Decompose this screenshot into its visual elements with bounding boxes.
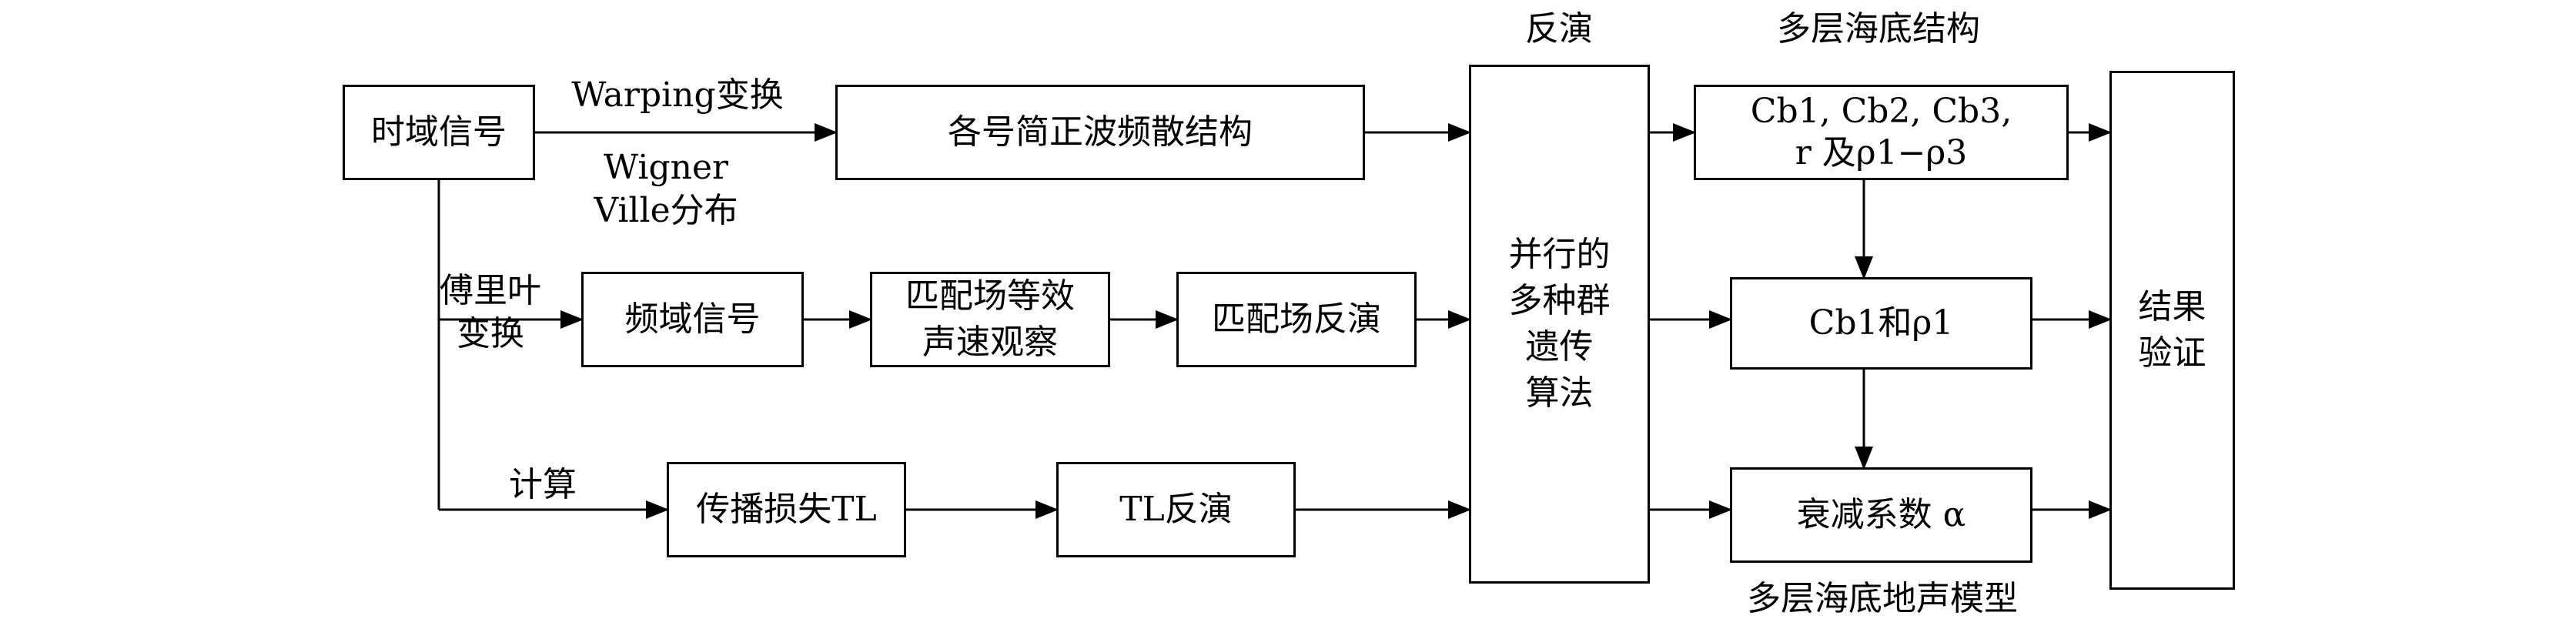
freq-signal-box: 频域信号 bbox=[581, 272, 804, 367]
mfp-inversion-text: 匹配场反演 bbox=[1212, 299, 1381, 339]
parallel-ga-box: 并行的 多种群 遗传 算法 bbox=[1469, 65, 1650, 584]
tl-inversion-text: TL反演 bbox=[1119, 490, 1233, 529]
wigner-label: Wigner Ville分布 bbox=[594, 148, 738, 230]
modal-dispersion-text: 各号简正波频散结构 bbox=[948, 112, 1253, 152]
time-signal-text: 时域信号 bbox=[371, 112, 507, 152]
params-all-text: Cb1, Cb2, Cb3, r 及ρ1−ρ3 bbox=[1750, 92, 2012, 172]
verify-text: 结果 验证 bbox=[2138, 287, 2206, 373]
attenuation-box: 衰减系数 α bbox=[1730, 467, 2032, 563]
tl-calc-text: 传播损失TL bbox=[696, 490, 877, 529]
mfp-observation-box: 匹配场等效 声速观察 bbox=[870, 272, 1110, 367]
multilayer-model-label: 多层海底地声模型 bbox=[1747, 579, 2018, 618]
fourier-label: 傅里叶 变换 bbox=[440, 271, 541, 353]
time-signal-box: 时域信号 bbox=[343, 85, 535, 180]
tl-inversion-box: TL反演 bbox=[1056, 462, 1296, 557]
mfp-inversion-box: 匹配场反演 bbox=[1176, 272, 1417, 367]
mfp-observation-text: 匹配场等效 声速观察 bbox=[905, 276, 1075, 362]
verify-box: 结果 验证 bbox=[2109, 71, 2235, 590]
params-cb1-text: Cb1和ρ1 bbox=[1808, 303, 1954, 343]
warping-label: Warping变换 bbox=[571, 75, 784, 115]
tl-calc-box: 传播损失TL bbox=[667, 462, 906, 557]
parallel-ga-text: 并行的 多种群 遗传 算法 bbox=[1508, 235, 1611, 413]
multilayer-structure-label: 多层海底结构 bbox=[1777, 9, 1980, 49]
inversion-header-label: 反演 bbox=[1525, 9, 1593, 49]
compute-label: 计算 bbox=[509, 465, 577, 504]
modal-dispersion-box: 各号简正波频散结构 bbox=[835, 85, 1365, 180]
params-all-box: Cb1, Cb2, Cb3, r 及ρ1−ρ3 bbox=[1694, 85, 2069, 180]
freq-signal-text: 频域信号 bbox=[624, 299, 761, 339]
params-cb1-box: Cb1和ρ1 bbox=[1730, 277, 2032, 370]
attenuation-text: 衰减系数 α bbox=[1796, 495, 1966, 534]
